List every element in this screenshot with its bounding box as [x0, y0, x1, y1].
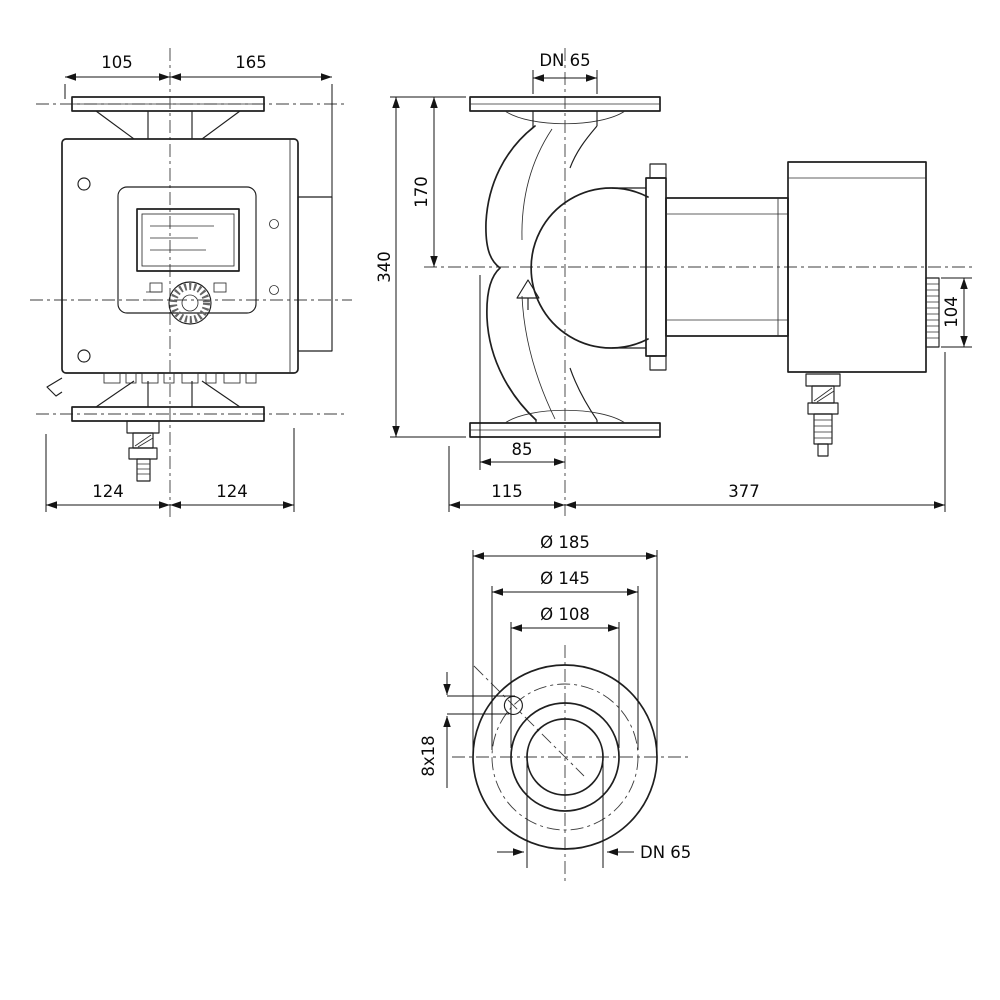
dim-front-base-right: 124 — [216, 482, 248, 501]
side-top-flange — [469, 96, 661, 127]
side-view: DN 65 340 170 104 85 115 377 — [375, 48, 975, 516]
side-volute — [485, 125, 649, 423]
flange-dimensions: Ø 185 Ø 145 Ø 108 8x18 DN 65 — [419, 533, 691, 868]
front-display-module — [117, 186, 257, 325]
flange-raised-face-circle — [510, 702, 620, 812]
flange-view: Ø 185 Ø 145 Ø 108 8x18 DN 65 — [419, 533, 691, 885]
screw-icon — [77, 349, 91, 363]
dim-flange-bolt-circle: Ø 145 — [540, 569, 590, 588]
front-bottom-flange — [71, 380, 265, 422]
dim-flange-nominal-bore: DN 65 — [640, 843, 691, 862]
operating-knob — [168, 281, 212, 325]
connector-ribs — [925, 277, 940, 348]
screw-icon — [269, 285, 279, 295]
front-view: 105 165 124 124 — [30, 48, 352, 518]
knob-knurl — [170, 283, 210, 323]
dim-side-flange-nominal: DN 65 — [539, 51, 590, 70]
dim-side-left-length: 115 — [491, 482, 523, 501]
flange-outer-circle — [472, 664, 658, 850]
dim-side-connector-height: 104 — [942, 296, 961, 328]
screw-icon — [77, 177, 91, 191]
drain-spout — [46, 377, 63, 397]
front-top-flange — [71, 96, 265, 140]
display-screen — [136, 208, 240, 272]
side-motor — [645, 161, 940, 373]
side-dimensions: DN 65 340 170 104 85 115 377 — [375, 51, 972, 512]
flange-bolt-circle — [491, 683, 639, 831]
dim-side-housing-offset: 85 — [512, 440, 533, 459]
dim-side-flange-to-axis: 170 — [412, 176, 431, 208]
dim-front-base-left: 124 — [92, 482, 124, 501]
front-terminal-strip — [103, 372, 257, 384]
dim-front-width-right: 165 — [235, 53, 267, 72]
dim-side-motor-length: 377 — [728, 482, 760, 501]
side-cable-plug — [805, 373, 841, 457]
button-icon — [213, 282, 227, 293]
dim-flange-bolt-holes: 8x18 — [419, 735, 438, 776]
dim-side-total-height: 340 — [375, 251, 394, 283]
flange-bore-circle — [526, 718, 604, 796]
front-side-tab — [297, 196, 333, 352]
front-dimensions: 105 165 124 124 — [45, 53, 333, 512]
side-bottom-flange — [469, 409, 661, 438]
screw-icon — [269, 219, 279, 229]
front-cable-connector — [126, 420, 160, 482]
dim-flange-raised-face: Ø 108 — [540, 605, 590, 624]
dim-front-width-left: 105 — [101, 53, 133, 72]
electronics-module — [787, 161, 927, 373]
dim-flange-outer: Ø 185 — [540, 533, 590, 552]
